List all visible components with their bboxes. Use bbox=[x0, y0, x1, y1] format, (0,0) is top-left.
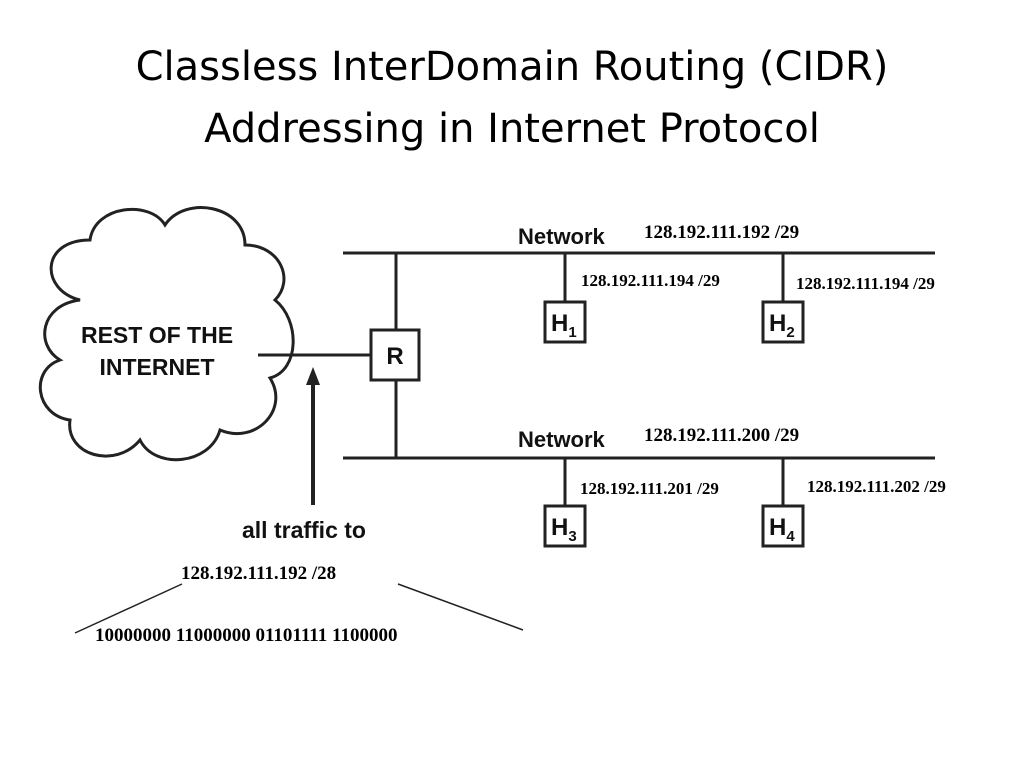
host-2-address: 128.192.111.194 /29 bbox=[796, 274, 935, 293]
host-3-label: H3 bbox=[551, 514, 577, 545]
traffic-address: 128.192.111.192 /28 bbox=[181, 563, 336, 584]
cloud-text-line-1: REST OF THE bbox=[81, 322, 233, 348]
host-3-box bbox=[543, 504, 587, 548]
network-top-label: Network bbox=[518, 224, 606, 249]
host-1-box bbox=[543, 300, 587, 344]
host-2-box bbox=[761, 300, 805, 344]
host-2-label: H2 bbox=[769, 310, 795, 341]
network-bottom-address: 128.192.111.200 /29 bbox=[644, 425, 799, 446]
traffic-binary: 10000000 11000000 01101111 1100000 bbox=[95, 625, 397, 646]
title-line-2: Addressing in Internet Protocol bbox=[204, 106, 820, 152]
host-4-box bbox=[761, 504, 805, 548]
network-bottom-label: Network bbox=[518, 427, 606, 452]
bracket-left bbox=[74, 583, 183, 634]
slide-title: Classless InterDomain Routing (CIDR) Add… bbox=[0, 36, 1024, 160]
host-3-address: 128.192.111.201 /29 bbox=[580, 479, 719, 498]
bracket-right bbox=[397, 583, 524, 631]
host-1-label: H1 bbox=[551, 310, 577, 341]
router-label: R bbox=[386, 343, 403, 370]
host-1-address: 128.192.111.194 /29 bbox=[581, 271, 720, 290]
host-4-address: 128.192.111.202 /29 bbox=[807, 477, 946, 496]
internet-cloud bbox=[38, 206, 295, 462]
network-top-address: 128.192.111.192 /29 bbox=[644, 222, 799, 243]
host-4-label: H4 bbox=[769, 514, 795, 545]
title-line-1: Classless InterDomain Routing (CIDR) bbox=[135, 44, 889, 90]
traffic-label: all traffic to bbox=[242, 517, 366, 543]
cloud-text-line-2: INTERNET bbox=[100, 354, 215, 380]
traffic-arrow-head bbox=[306, 367, 320, 385]
